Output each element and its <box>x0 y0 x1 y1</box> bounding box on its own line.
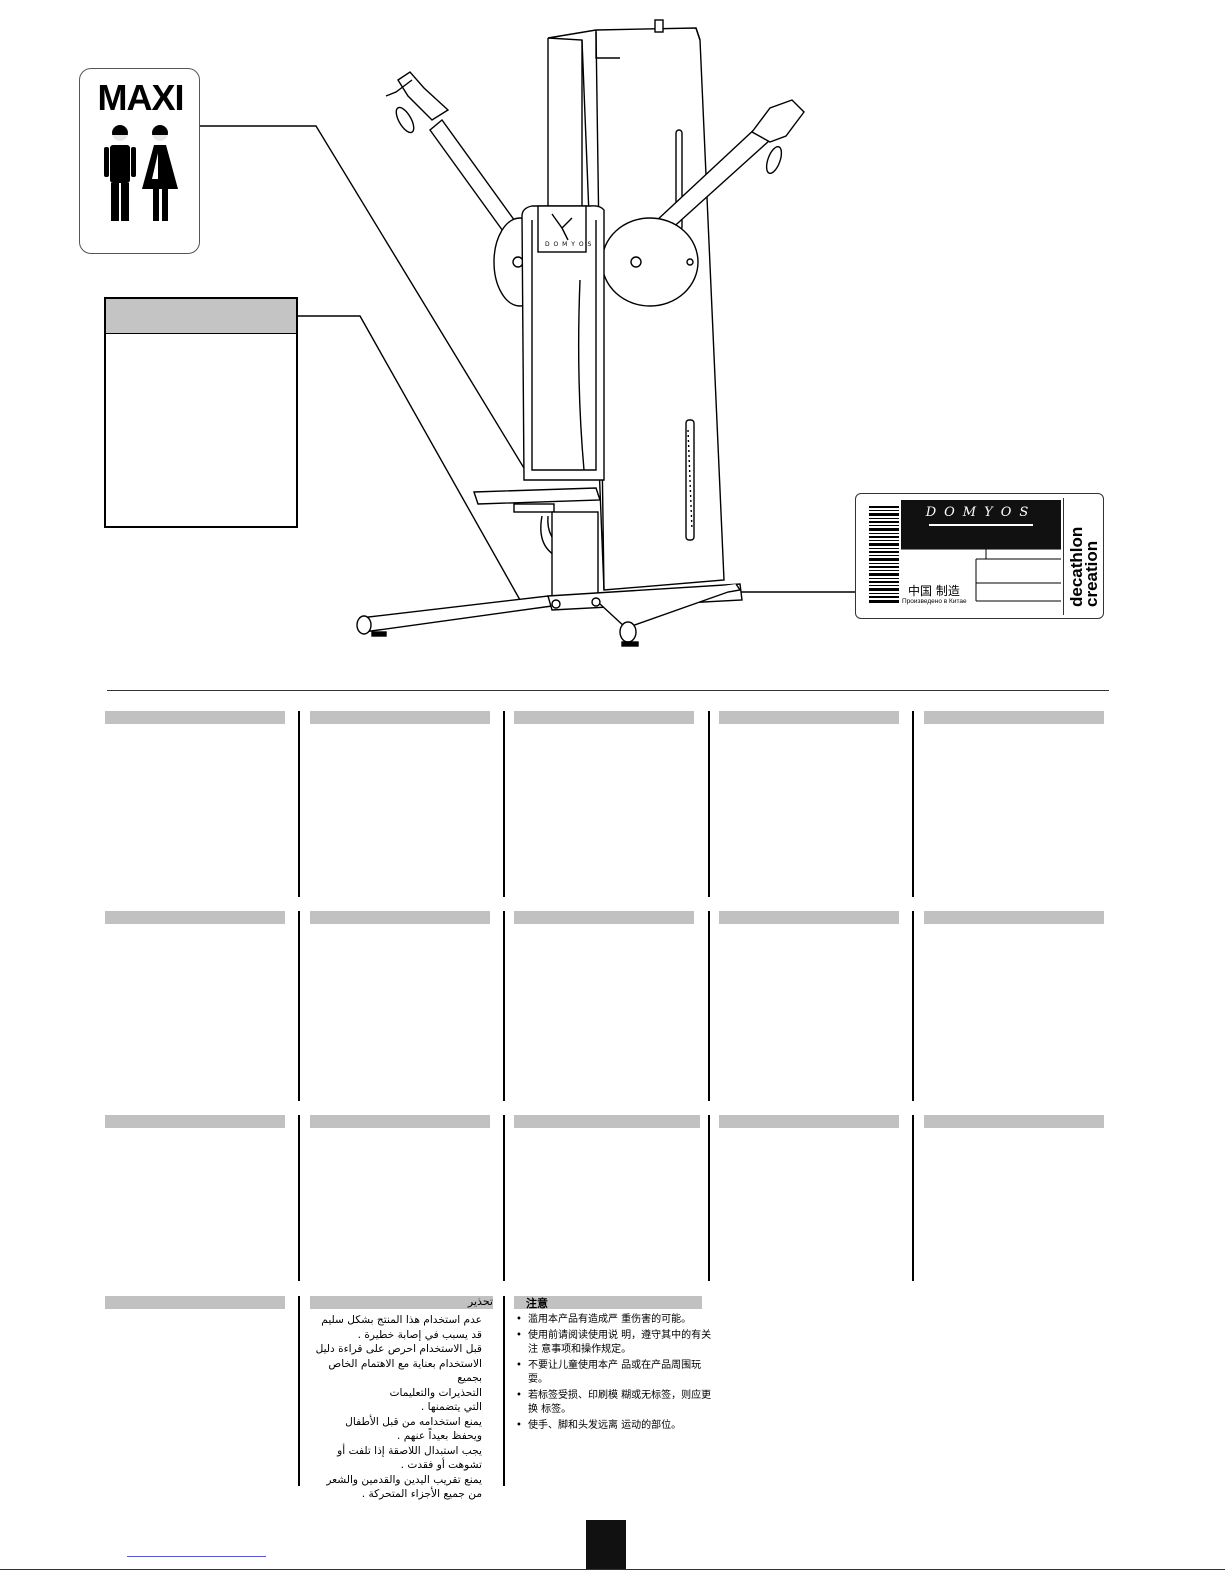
column-header <box>924 911 1104 924</box>
chinese-warning-list: 滥用本产品有造成严 重伤害的可能。 使用前请阅读使用说 明，遵守其中的有关注 意… <box>516 1313 716 1435</box>
column-separator <box>912 911 914 1101</box>
column-header <box>514 711 694 724</box>
maxi-label: MAXI <box>97 77 185 118</box>
column-header <box>719 711 899 724</box>
chinese-header <box>514 1296 702 1309</box>
column-header <box>719 1115 899 1128</box>
page-number-block <box>586 1520 626 1570</box>
column-header <box>105 1115 285 1128</box>
product-label: DOMYOS 中国 制造 Произведено в Китае decathl… <box>855 493 1104 619</box>
chinese-item: 滥用本产品有造成严 重伤害的可能。 <box>516 1313 716 1327</box>
column-header <box>105 711 285 724</box>
column-separator <box>708 1115 710 1281</box>
arabic-line: قد يسبب في إصابة خطيرة . <box>357 1328 482 1341</box>
column-header <box>514 911 694 924</box>
column-header <box>514 1115 700 1128</box>
arabic-line: عدم استخدام هذا المنتج بشكل سليم <box>321 1314 482 1326</box>
label-grid <box>901 549 1061 602</box>
warning-sticker-header <box>106 299 296 334</box>
column-separator <box>503 1115 505 1281</box>
column-separator <box>298 1115 300 1281</box>
arabic-line: قبل الاستخدام احرص على قراءة دليل <box>315 1343 482 1355</box>
column-header <box>310 711 490 724</box>
arabic-line: تشوهت أو فقدت . <box>400 1459 482 1471</box>
maxi-user-card: MAXI <box>79 68 200 254</box>
column-header <box>719 911 899 924</box>
column-header <box>924 711 1104 724</box>
column-separator <box>298 911 300 1101</box>
arabic-title: تحذير <box>467 1295 493 1308</box>
arabic-line: ويحفظ بعيداً عنهم . <box>397 1430 482 1442</box>
footer-rule <box>0 1569 1225 1570</box>
column-separator <box>503 911 505 1101</box>
decathlon-creation-logo: decathlon creation <box>1063 498 1102 615</box>
footer-link-underline[interactable] <box>127 1556 266 1557</box>
section-divider <box>107 690 1109 691</box>
column-header <box>924 1115 1104 1128</box>
made-in-china-ru: Произведено в Китае <box>902 598 967 605</box>
arabic-header <box>310 1296 493 1309</box>
column-header <box>310 1115 490 1128</box>
arabic-warning-list: عدم استخدام هذا المنتج بشكل سليم قد يسبب… <box>304 1313 482 1502</box>
column-separator <box>708 711 710 897</box>
made-in-china-cn: 中国 制造 <box>908 584 960 598</box>
arabic-line: التي يتضمنها . <box>420 1401 482 1413</box>
warning-sticker-box <box>104 297 298 528</box>
column-separator <box>912 711 914 897</box>
brand-name: DOMYOS <box>925 505 1037 520</box>
column-separator <box>503 1296 505 1486</box>
arabic-line: يمنع استخدامه من قبل الأطفال <box>345 1415 482 1428</box>
chinese-item: 使手、脚和头发远离 运动的部位。 <box>516 1419 716 1433</box>
creator-line-2: creation <box>1082 540 1101 607</box>
column-separator <box>298 711 300 897</box>
column-separator <box>708 911 710 1101</box>
barcode-icon <box>869 506 899 603</box>
chinese-item: 若标签受损、印刷模 糊或无标签，则应更换 标签。 <box>516 1389 716 1417</box>
column-separator <box>912 1115 914 1281</box>
column-header <box>310 911 490 924</box>
arabic-line: التحذيرات والتعليمات <box>389 1386 482 1399</box>
brand-bar: DOMYOS <box>901 500 1061 549</box>
machine-illustration: D O M Y O S <box>200 19 855 647</box>
svg-text:D O M Y O S: D O M Y O S <box>545 241 592 248</box>
arabic-line: يجب استبدال اللاصقة إذا تلفت أو <box>337 1444 482 1457</box>
man-woman-icon <box>104 125 178 221</box>
chinese-item: 使用前请阅读使用说 明，遵守其中的有关注 意事项和操作规定。 <box>516 1329 716 1357</box>
chinese-item: 不要让儿童使用本产 品或在产品周围玩耍。 <box>516 1359 716 1387</box>
brand-underline <box>929 524 1033 526</box>
arabic-line: الاستخدام بعناية مع الاهتمام الخاص بجميع <box>328 1357 482 1385</box>
chinese-title: 注意 <box>526 1297 548 1310</box>
column-separator <box>503 711 505 897</box>
column-header <box>105 911 285 924</box>
arabic-line: يمنع تقريب اليدين والقدمين والشعر <box>326 1473 482 1486</box>
column-header <box>105 1296 285 1309</box>
column-separator <box>298 1296 300 1486</box>
arabic-line: من جميع الأجزاء المتحركة . <box>361 1488 482 1500</box>
